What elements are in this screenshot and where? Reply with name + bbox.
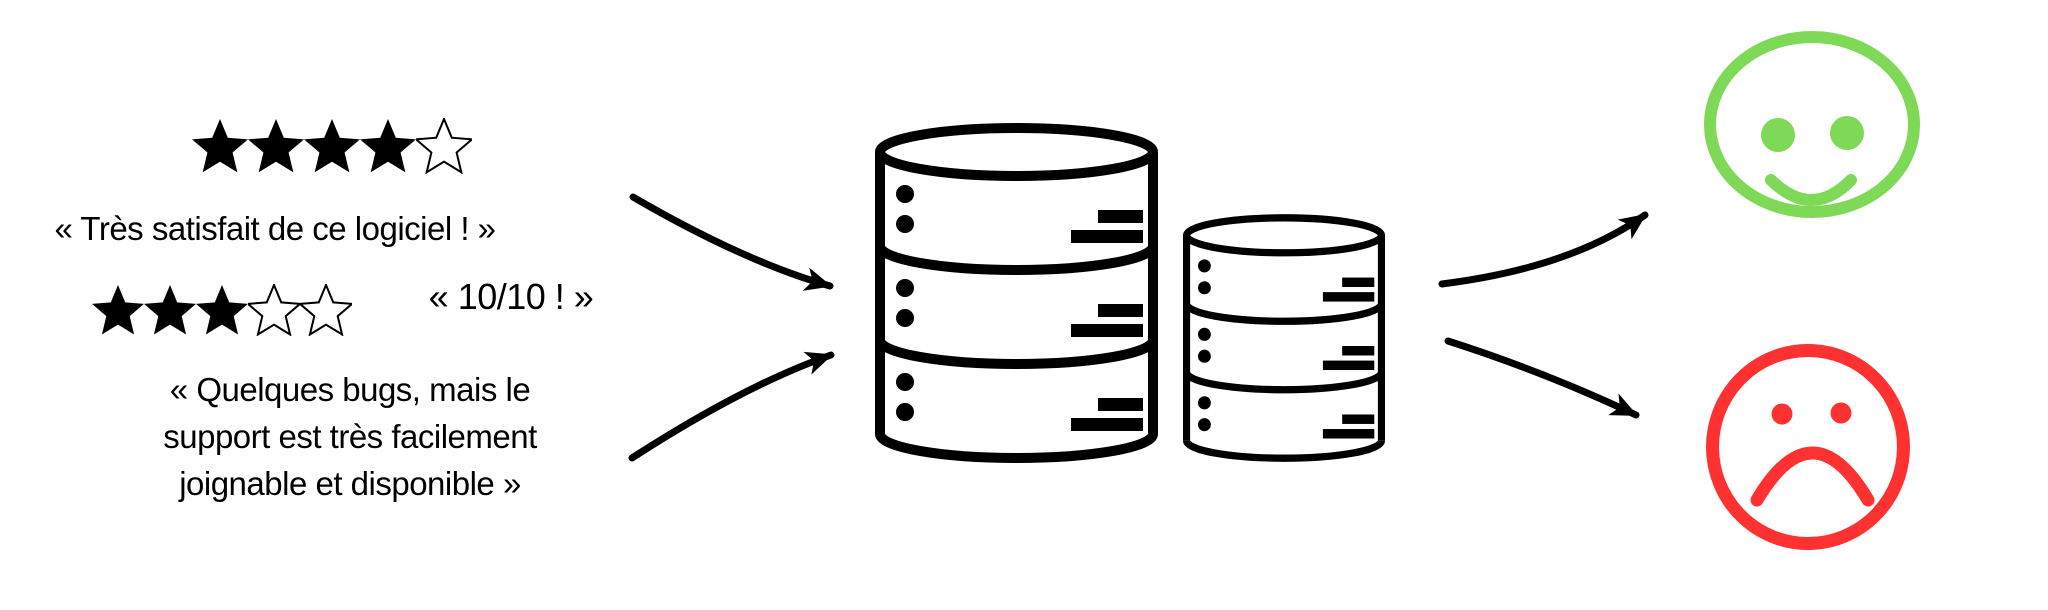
sad-face-left-eye (1771, 403, 1793, 425)
star-rating-review-2 (92, 284, 352, 336)
star-filled-icon (196, 285, 248, 335)
arrow-reviews-to-database-bottom (628, 351, 835, 462)
star-filled-icon (92, 285, 144, 335)
database-icon-small (1183, 214, 1385, 462)
sad-face-frown (1750, 446, 1875, 507)
arrow-database-to-sad (1444, 337, 1640, 419)
star-filled-icon (248, 119, 304, 173)
star-empty-icon (300, 284, 352, 336)
happy-face-left-eye (1761, 118, 1795, 152)
star-rating-review-1 (192, 118, 472, 174)
sad-face-icon (1706, 344, 1910, 550)
star-filled-icon (360, 119, 416, 173)
arrow-reviews-to-database-top (629, 193, 834, 291)
star-filled-icon (144, 285, 196, 335)
star-filled-icon (304, 119, 360, 173)
star-empty-icon (248, 284, 300, 336)
review-quote-3: « Quelques bugs, mais le support est trè… (163, 371, 537, 502)
star-empty-icon (416, 118, 472, 174)
arrow-database-to-happy (1438, 211, 1649, 288)
star-filled-icon (192, 119, 248, 173)
sad-face-right-eye (1830, 402, 1852, 424)
happy-face-smile (1765, 174, 1857, 206)
review-quote-2: « 10/10 ! » (428, 276, 594, 317)
happy-face-right-eye (1830, 116, 1864, 150)
review-quote-1: « Très satisfait de ce logiciel ! » (54, 210, 496, 247)
happy-face-icon (1704, 31, 1920, 218)
database-icon-large (875, 123, 1158, 463)
